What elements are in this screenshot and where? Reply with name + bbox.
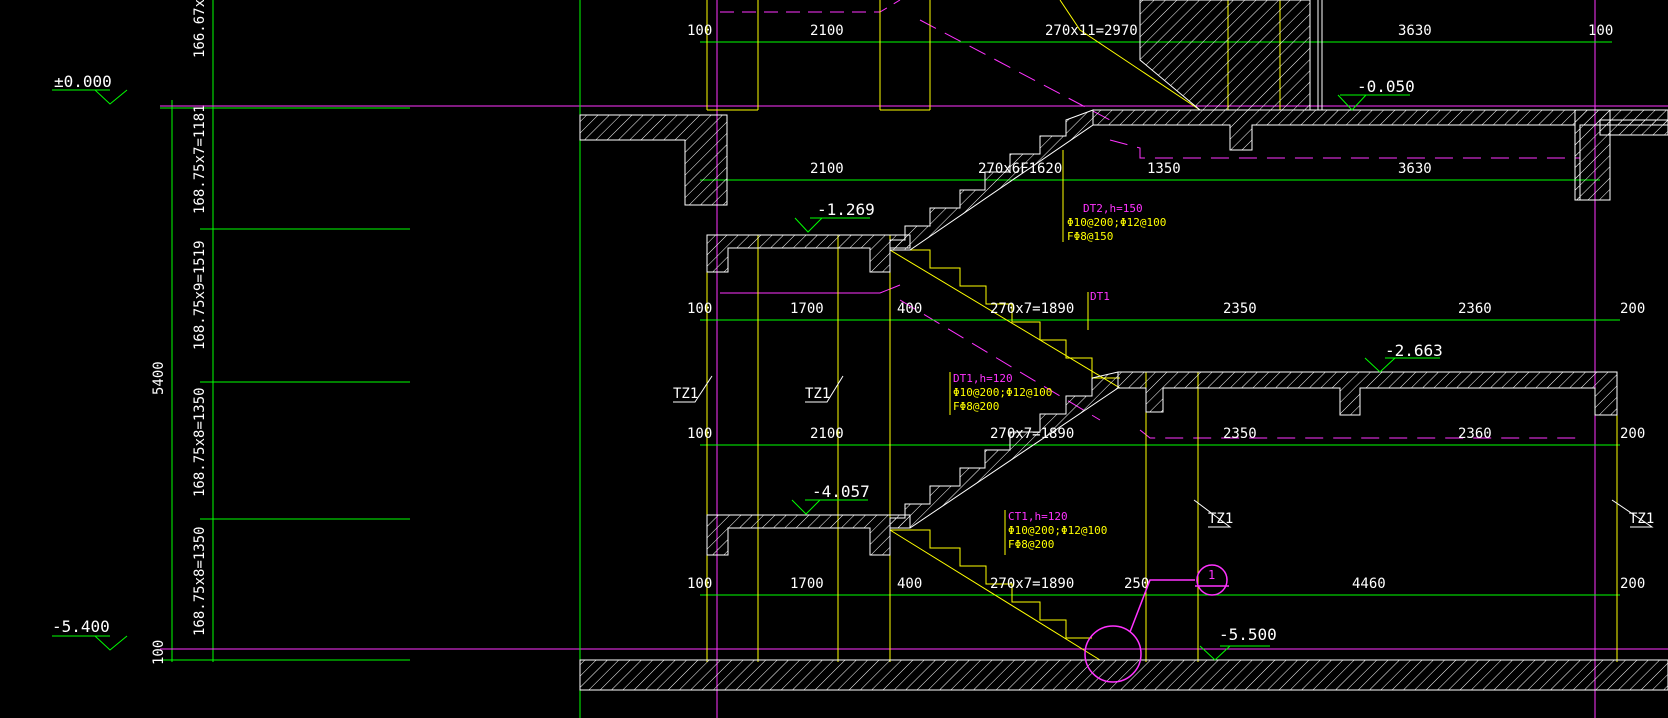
tz1-tag: TZ1 (673, 386, 698, 402)
note-line: FΦ8@200 (953, 400, 999, 413)
dim-text: 2350 (1223, 301, 1257, 317)
dim-text: 1350 (1147, 161, 1181, 177)
dim-text: 2100 (810, 23, 844, 39)
dim-text: 100 (687, 426, 712, 442)
left-dim-seg-1: 168.75x7=1181 (192, 104, 208, 214)
note-title: DT2,h=150 (1083, 202, 1143, 215)
dim-text: 270x7=1890 (990, 426, 1074, 442)
concrete-structure (579, 0, 1668, 691)
tz1-tag: TZ1 (1629, 511, 1654, 527)
column-tags (673, 375, 1654, 528)
level-m1269: -1.269 (817, 200, 875, 219)
dim-text: 1700 (790, 576, 824, 592)
level-m5500: -5.500 (1219, 625, 1277, 644)
dim-text: 3630 (1398, 161, 1432, 177)
dim-text: 270x11=2970 (1045, 23, 1138, 39)
dim-text: 100 (1588, 23, 1613, 39)
dimension-row-3: 100 1700 400 270x7=1890 2350 2360 200 (687, 301, 1645, 317)
dim-text: 3630 (1398, 23, 1432, 39)
dim-text: 2360 (1458, 301, 1492, 317)
level-m4057: -4.057 (812, 482, 870, 501)
columns (706, 0, 1618, 662)
detail-callout (1084, 564, 1229, 683)
dim-text: 4460 (1352, 576, 1386, 592)
left-dim-seg-3: 168.75x8=1350 (192, 387, 208, 497)
tz1-tag: TZ1 (805, 386, 830, 402)
note-line: Φ10@200;Φ12@100 (1008, 524, 1107, 537)
dim-text: 270x7=1890 (990, 301, 1074, 317)
dim-text: 250 (1124, 576, 1149, 592)
dim-text: 2360 (1458, 426, 1492, 442)
left-dim-seg-2: 168.75x9=1519 (192, 240, 208, 350)
note-title: DT1,h=120 (953, 372, 1013, 385)
note-title: CT1,h=120 (1008, 510, 1068, 523)
dimension-row-2: 2100 270x6F1620 1350 3630 (810, 161, 1432, 177)
level-markers (791, 94, 1440, 661)
dimension-row-5: 100 1700 400 270x7=1890 250 4460 200 (687, 576, 1645, 592)
dim-text: 200 (1620, 426, 1645, 442)
dim-text: 1700 (790, 301, 824, 317)
dim-text: 100 (687, 301, 712, 317)
left-dim-bottom: 100 (151, 640, 167, 665)
dim-text: 100 (687, 23, 712, 39)
dim-text: 100 (687, 576, 712, 592)
dimension-row-4: 100 2100 270x7=1890 2350 2360 200 (687, 426, 1645, 442)
level-m5400: -5.400 (52, 617, 110, 636)
rebar-note-dt1: DT1,h=120 Φ10@200;Φ12@100 FΦ8@200 (949, 372, 1052, 415)
note-line: Φ10@200;Φ12@100 (953, 386, 1052, 399)
level-m0050: -0.050 (1357, 77, 1415, 96)
dim-text: 270x6F1620 (978, 161, 1062, 177)
detail-callout-number: 1 (1208, 568, 1215, 582)
tz1-tag: TZ1 (1208, 511, 1233, 527)
dim-text: 2350 (1223, 426, 1257, 442)
rebar-note-ct1: CT1,h=120 Φ10@200;Φ12@100 FΦ8@200 (1004, 510, 1107, 555)
dim-text: 400 (897, 576, 922, 592)
dim-text: 270x7=1890 (990, 576, 1074, 592)
dim-text: 2100 (810, 426, 844, 442)
dt1-tag: DT1 (1090, 290, 1110, 303)
note-line: FΦ8@200 (1008, 538, 1054, 551)
dim-text: 200 (1620, 301, 1645, 317)
dim-text: 200 (1620, 576, 1645, 592)
left-dim-seg-4: 168.75x8=1350 (192, 526, 208, 636)
left-dim-seg-top: 166.67x12 (192, 0, 208, 58)
left-level-scale: 166.67x12 168.75x7=1181 168.75x9=1519 16… (52, 0, 410, 665)
dim-text: 2100 (810, 161, 844, 177)
dimension-row-1: 100 2100 270x11=2970 3630 100 (687, 23, 1613, 39)
left-dim-total: 5400 (151, 361, 167, 395)
rebar-note-dt2: DT2,h=150 Φ10@200;Φ12@100 FΦ8@150 (1062, 202, 1166, 243)
note-line: Φ10@200;Φ12@100 (1067, 216, 1166, 229)
dimension-lines (579, 0, 1620, 718)
note-line: FΦ8@150 (1067, 230, 1113, 243)
dim-text: 400 (897, 301, 922, 317)
level-m2663: -2.663 (1385, 341, 1443, 360)
level-pm0: ±0.000 (54, 72, 112, 91)
